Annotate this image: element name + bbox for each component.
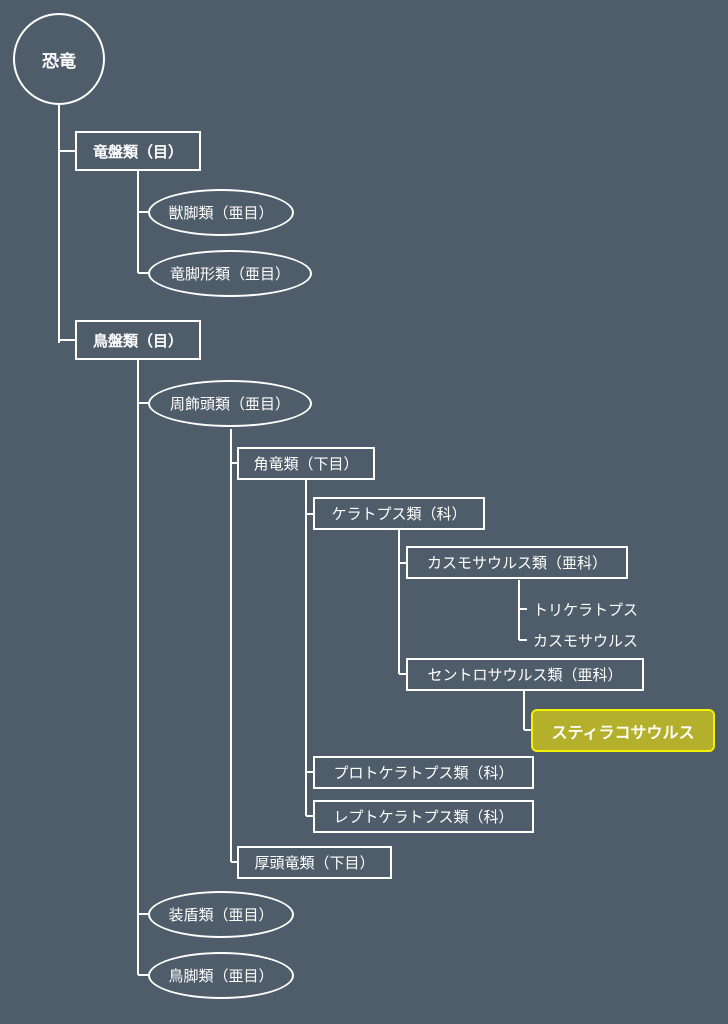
ceratopsia-node[interactable]: 角竜類（下目） — [237, 447, 375, 480]
styracosaurus-highlight-node[interactable]: スティラコサウルス — [531, 709, 715, 752]
root-node[interactable]: 恐竜 — [13, 13, 105, 105]
pachycephalosauria-node[interactable]: 厚頭竜類（下目） — [237, 846, 392, 879]
triceratops-leaf[interactable]: トリケラトプス — [533, 600, 639, 619]
ornithopoda-node[interactable]: 鳥脚類（亜目） — [148, 952, 294, 999]
protoceratopsidae-node[interactable]: プロトケラトプス類（科） — [313, 756, 534, 789]
ornithischia-node[interactable]: 鳥盤類（目） — [75, 320, 201, 360]
marginocephalia-node[interactable]: 周飾頭類（亜目） — [148, 380, 312, 427]
theropoda-node[interactable]: 獣脚類（亜目） — [148, 189, 294, 236]
chasmosaurus-leaf[interactable]: カスモサウルス — [533, 631, 639, 650]
saurischia-node[interactable]: 竜盤類（目） — [75, 131, 201, 171]
leptoceratopsidae-node[interactable]: レプトケラトプス類（科） — [313, 800, 534, 833]
centrosaurinae-node[interactable]: セントロサウルス類（亜科） — [406, 658, 644, 691]
sauropodomorpha-node[interactable]: 竜脚形類（亜目） — [148, 250, 312, 297]
chasmosaurinae-node[interactable]: カスモサウルス類（亜科） — [406, 546, 628, 579]
thyreophora-node[interactable]: 装盾類（亜目） — [148, 891, 294, 938]
ceratopsidae-node[interactable]: ケラトプス類（科） — [313, 497, 485, 530]
